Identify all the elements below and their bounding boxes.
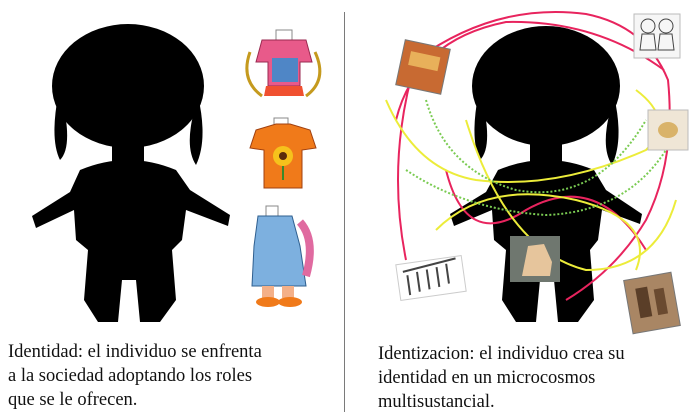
old-photograph-icon (623, 271, 681, 335)
left-panel: Identidad: el individuo se enfrenta a la… (8, 24, 322, 410)
painting-image-icon (395, 39, 451, 95)
bathrobe-outfit-icon (251, 205, 314, 307)
right-panel: Identizacion: el individuo crea su ident… (346, 0, 690, 419)
child-silhouette (32, 24, 230, 322)
right-figure (385, 11, 689, 335)
left-caption: Identidad: el individuo se enfrenta a la… (8, 342, 262, 410)
green-dotted-scribble (405, 99, 667, 217)
left-figure (32, 24, 322, 322)
sculpture-photo-icon (510, 236, 560, 282)
sunflower-tshirt-icon (249, 117, 317, 189)
jump-rope-dress-outfit-icon (245, 29, 322, 98)
bread-photo-icon (647, 109, 689, 151)
aqueduct-sketch-icon (395, 255, 467, 301)
panel-divider (344, 12, 345, 412)
right-caption: Identizacion: el individuo crea su ident… (378, 344, 625, 412)
children-drawing-icon (633, 13, 681, 59)
